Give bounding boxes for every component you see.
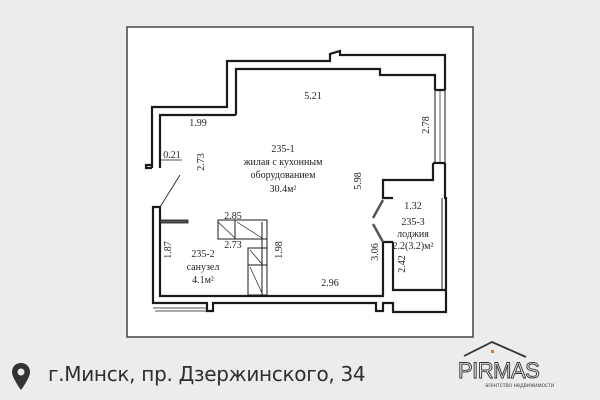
dim-right-window: 2.78 [421,116,432,134]
dim-loggia-side: 2.42 [397,255,408,273]
room-235-3-area: 2.2(3.2)м² [393,241,434,252]
dim-center: 5.98 [353,172,364,190]
dim-bath-side: 1.87 [163,241,174,259]
room-235-1-area: 30.4м² [270,184,297,195]
dim-kitchen-top: 2.85 [224,211,242,222]
room-235-1-id: 235-1 [271,144,294,155]
room-235-3-name: лоджия [397,229,429,240]
dim-left-upper: 1.99 [189,118,207,129]
dim-kitchen-side: 1.98 [274,241,285,259]
room-235-1-name2: оборудованием [251,170,317,181]
room-235-1-name: жилая с кухонным [243,157,323,168]
dim-bottom: 2.96 [321,278,339,289]
room-235-2-name: санузел [187,262,220,273]
walls [144,49,448,314]
address-text: г.Минск, пр. Дзержинского, 34 [48,362,366,386]
svg-text:PIRMAS: PIRMAS [458,358,539,383]
dim-stub: 0.21 [163,150,181,161]
plan-frame [126,26,474,338]
room-235-2-id: 235-2 [191,249,214,260]
dim-left-mid: 2.73 [196,153,207,171]
pirmas-logo: PIRMAS агентство недвижимости [458,341,554,389]
room-235-3-id: 235-3 [401,217,424,228]
map-pin-icon [12,363,30,390]
dim-loggia-top: 1.32 [404,201,422,212]
dim-kitchen-bottom: 2.73 [224,240,242,251]
room-235-2-area: 4.1м² [192,275,214,286]
plan-labels: 5.21 1.99 2.78 0.21 2.73 235-1 жилая с к… [163,91,434,289]
svg-text:агентство недвижимости: агентство недвижимости [485,383,554,389]
dim-top: 5.21 [304,91,322,102]
dim-door: 3.06 [370,243,381,261]
